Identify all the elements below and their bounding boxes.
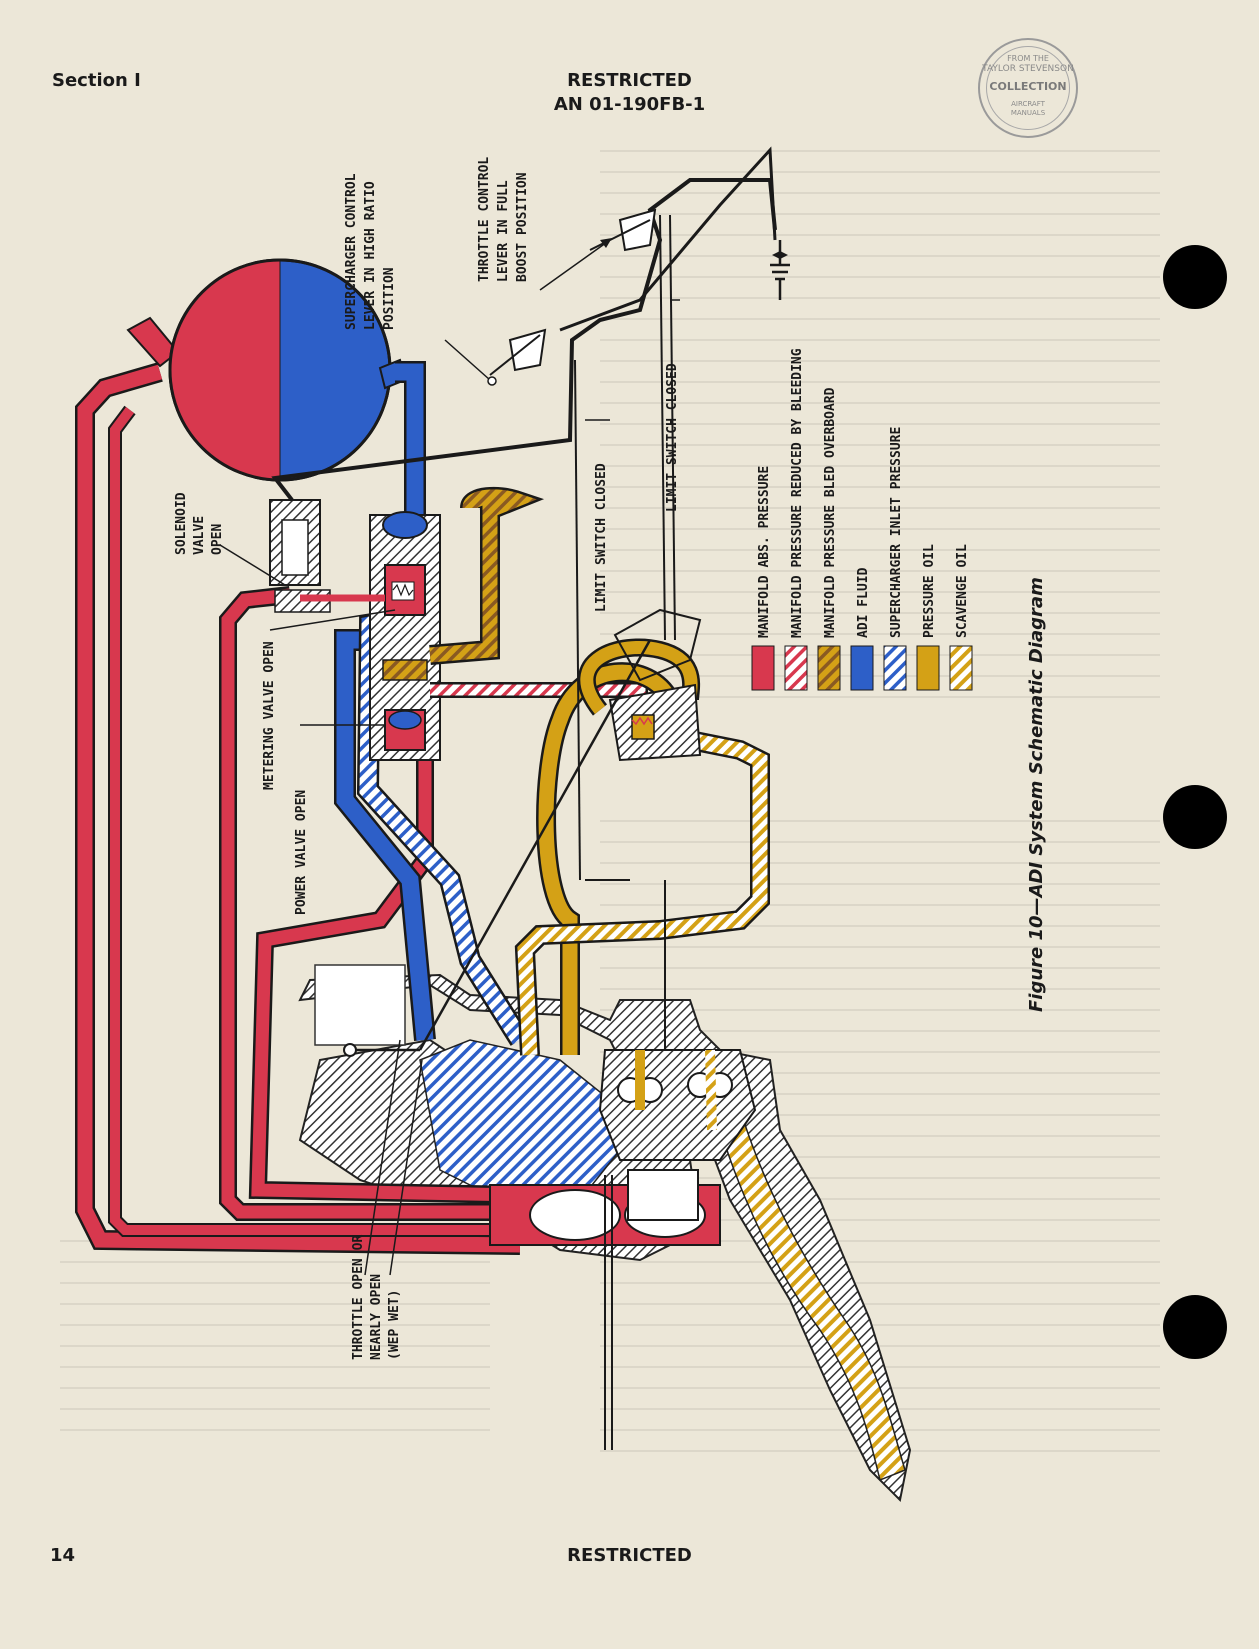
- supercharger-lever-quadrant: [508, 328, 547, 372]
- label-line: SOLENOID: [174, 492, 189, 555]
- binder-hole: [1163, 1295, 1227, 1359]
- wiring: [559, 146, 777, 332]
- bleed-through-text: [60, 1240, 490, 1450]
- stamp-line: COLLECTION: [989, 80, 1067, 93]
- legend-label: PRESSURE OIL: [922, 544, 937, 638]
- manifold-line: [77, 364, 521, 1253]
- stamp-line: AIRCRAFT: [1011, 100, 1045, 108]
- page-number: 14: [50, 1545, 76, 1566]
- legend-swatch: [916, 645, 940, 691]
- legend-label: MANIFOLD PRESSURE REDUCED BY BLEEDING: [790, 348, 805, 638]
- legend-swatch: [784, 645, 808, 691]
- adi-tank-air-half: [170, 260, 280, 480]
- scavenge-oil-passage: [699, 1049, 906, 1482]
- throttle-linkage: [613, 608, 702, 682]
- engine-block: [314, 964, 406, 1046]
- oil-pump-body: [598, 1049, 757, 1161]
- stamp-line: TAYLOR STEVENSON: [982, 64, 1074, 74]
- manifold-line: [221, 588, 520, 1219]
- document-number: AN 01-190FB-1: [553, 94, 706, 115]
- pressure-switch-diaphragm: [631, 714, 655, 740]
- legend-swatch: [949, 645, 973, 691]
- legend-label: ADI FLUID: [856, 567, 871, 638]
- label-metering-valve: METERING VALVE OPEN: [262, 641, 277, 790]
- stamp-line: FROM THE: [1007, 54, 1049, 63]
- throttle-lever: [589, 219, 651, 251]
- label-line: VALVE: [192, 516, 207, 555]
- label-line: THROTTLE CONTROL: [477, 157, 492, 282]
- leader-supercharger: [444, 339, 491, 381]
- legend-swatch: [883, 645, 907, 691]
- supercharger-lever: [489, 334, 541, 376]
- manifold-outlet: [529, 1189, 621, 1241]
- legend: MANIFOLD ABS. PRESSURE MANIFOLD PRESSURE …: [751, 348, 973, 691]
- label-line: SUPERCHARGER CONTROL: [344, 173, 359, 330]
- pressure-oil-loop: [580, 641, 698, 715]
- pressure-oil-vent: [429, 486, 545, 665]
- legend-swatch: [850, 645, 874, 691]
- stamp-line: MANUALS: [1010, 109, 1046, 117]
- scavenge-oil-line: [517, 732, 768, 1056]
- binder-hole: [1163, 785, 1227, 849]
- label-line: OPEN: [210, 524, 225, 555]
- throttle-rod: [418, 639, 652, 1051]
- linkage-rod: [669, 214, 676, 641]
- legend-swatch: [751, 645, 775, 691]
- label-solenoid: SOLENOID VALVE OPEN: [174, 485, 225, 555]
- label-line: LEVER IN FULL: [496, 180, 511, 282]
- oil-pump-drive: [627, 1169, 699, 1221]
- manifold-line: [110, 407, 520, 1235]
- leader-solenoid: [219, 544, 286, 586]
- leader-metering: [269, 609, 396, 631]
- legend-label: MANIFOLD PRESSURE BLED OVERBOARD: [823, 387, 838, 638]
- label-throttle-open: THROTTLE OPEN OR NEARLY OPEN (WEP WET): [351, 1227, 402, 1360]
- label-limit-switch-1: LIMIT SWITCH CLOSED: [594, 463, 609, 612]
- label-line: NEARLY OPEN: [369, 1274, 384, 1360]
- adi-fluid-line: [395, 363, 424, 525]
- pressure-oil-vent: [429, 489, 537, 663]
- leader-throttle-open: [389, 1059, 423, 1276]
- linkage-rod: [659, 214, 666, 641]
- legend-label: SUPERCHARGER INLET PRESSURE: [889, 427, 904, 638]
- bleed-through-text: [600, 150, 1160, 710]
- section-header: Section I: [52, 70, 141, 91]
- leader-throttle-full: [539, 239, 611, 291]
- regulator-diaphragm: [382, 511, 428, 539]
- label-supercharger: SUPERCHARGER CONTROL LEVER IN HIGH RATIO…: [344, 166, 397, 330]
- label-line: THROTTLE OPEN OR: [351, 1235, 366, 1360]
- leader-throttle-open: [364, 1039, 401, 1276]
- label-power-valve: POWER VALVE OPEN: [294, 790, 309, 915]
- scavenge-oil-in: [705, 1049, 717, 1131]
- bled-overboard-chamber: [382, 659, 428, 681]
- label-line: POSITION: [382, 267, 397, 330]
- legend-swatch: [817, 645, 841, 691]
- ground-symbol: [770, 240, 790, 300]
- label-line: LEVER IN HIGH RATIO: [363, 181, 378, 330]
- label-limit-switch-2: LIMIT SWITCH CLOSED: [665, 363, 680, 512]
- label-throttle-full: THROTTLE CONTROL LEVER IN FULL BOOST POS…: [477, 149, 530, 282]
- figure-caption: Figure 10—ADI System Schematic Diagram: [1026, 577, 1047, 1012]
- legend-label: SCAVENGE OIL: [955, 544, 970, 638]
- linkage-box: [608, 683, 702, 762]
- legend-label: MANIFOLD ABS. PRESSURE: [757, 466, 772, 638]
- linkage-rod: [574, 359, 581, 881]
- collection-stamp: FROM THE TAYLOR STEVENSON COLLECTION AIR…: [978, 38, 1078, 138]
- binder-hole: [1163, 245, 1227, 309]
- label-line: (WEP WET): [387, 1290, 402, 1360]
- label-line: BOOST POSITION: [515, 172, 530, 282]
- restricted-header: RESTRICTED: [567, 70, 692, 91]
- throttle-lever-quadrant: [618, 208, 657, 252]
- wiring: [271, 178, 777, 502]
- restricted-footer: RESTRICTED: [567, 1545, 692, 1566]
